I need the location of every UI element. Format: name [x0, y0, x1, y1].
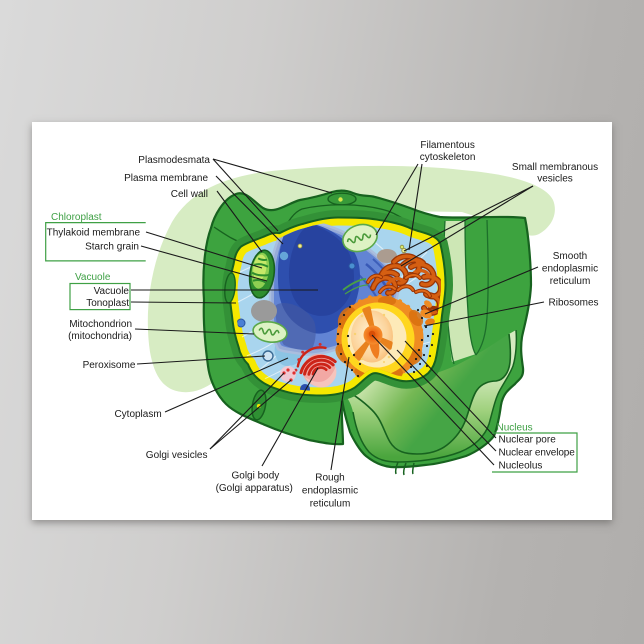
svg-text:(Golgi apparatus): (Golgi apparatus) — [216, 483, 293, 494]
svg-text:Nucleus: Nucleus — [497, 423, 533, 434]
svg-text:Starch grain: Starch grain — [85, 242, 139, 253]
svg-text:Cell wall: Cell wall — [171, 189, 208, 200]
svg-text:Chloroplast: Chloroplast — [51, 212, 102, 223]
svg-text:Rough: Rough — [315, 473, 344, 484]
svg-text:Plasma membrane: Plasma membrane — [124, 173, 208, 184]
svg-text:Vacuole: Vacuole — [75, 272, 111, 283]
svg-text:vesicles: vesicles — [537, 174, 573, 185]
svg-text:Golgi vesicles: Golgi vesicles — [146, 450, 208, 461]
svg-text:Plasmodesmata: Plasmodesmata — [138, 155, 210, 166]
svg-text:Mitochondrion: Mitochondrion — [69, 319, 132, 330]
svg-text:Small membranous: Small membranous — [512, 162, 598, 173]
svg-text:(mitochondria): (mitochondria) — [68, 331, 132, 342]
svg-text:reticulum: reticulum — [310, 499, 351, 510]
svg-text:endoplasmic: endoplasmic — [302, 486, 358, 497]
svg-text:Cytoplasm: Cytoplasm — [114, 409, 161, 420]
svg-text:endoplasmic: endoplasmic — [542, 264, 598, 275]
svg-text:Nuclear envelope: Nuclear envelope — [499, 448, 576, 459]
svg-text:Thylakoid membrane: Thylakoid membrane — [47, 228, 141, 239]
svg-text:Nucleolus: Nucleolus — [499, 461, 543, 472]
svg-text:Ribosomes: Ribosomes — [549, 298, 599, 309]
svg-text:Vacuole: Vacuole — [94, 286, 130, 297]
svg-text:reticulum: reticulum — [550, 276, 591, 287]
svg-text:Tonoplast: Tonoplast — [86, 298, 129, 309]
svg-text:Nuclear pore: Nuclear pore — [499, 435, 557, 446]
svg-text:Peroxisome: Peroxisome — [83, 360, 136, 371]
svg-text:Filamentous: Filamentous — [420, 140, 474, 151]
svg-text:Golgi body: Golgi body — [231, 471, 279, 482]
svg-text:cytoskeleton: cytoskeleton — [420, 152, 476, 163]
svg-text:Smooth: Smooth — [553, 251, 587, 262]
